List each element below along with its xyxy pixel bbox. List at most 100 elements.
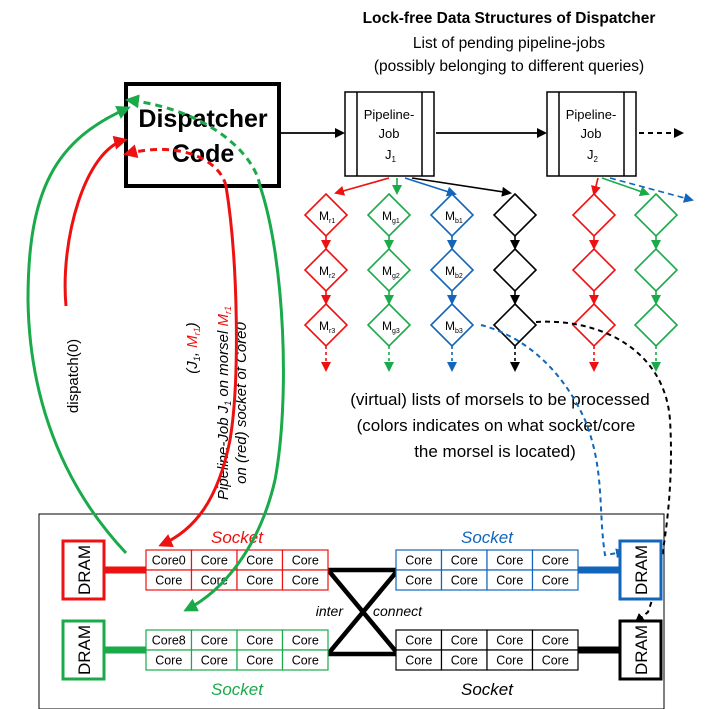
dispatcher-line2: Code	[172, 140, 235, 168]
fanout-black-1	[411, 177, 512, 197]
core-label: Core	[542, 554, 569, 568]
core-label: Core	[201, 634, 228, 648]
dram-blue: DRAM	[618, 539, 663, 601]
core-label: Core	[496, 554, 523, 568]
header-line2: (possibly belonging to different queries…	[374, 58, 644, 75]
assign-arrow-green-top	[125, 94, 262, 187]
morsel-diamond	[571, 247, 617, 293]
assign-arrow-red-top	[123, 144, 228, 187]
core-label: Core	[246, 634, 273, 648]
fanout-blue-1	[404, 177, 457, 197]
morsel-diamond	[571, 192, 617, 238]
morsel-label: Mb2	[445, 264, 463, 280]
core-label: Core	[292, 654, 319, 668]
core-label: Core0	[152, 554, 186, 568]
svg-text:Pipeline-: Pipeline-	[566, 107, 617, 122]
morsel-column-green2	[633, 192, 679, 372]
fanout-red-2	[591, 177, 601, 196]
morsel-diamond	[571, 302, 617, 348]
dram-label: DRAM	[75, 625, 94, 675]
morsel-label: Mb1	[445, 209, 463, 225]
core-label: Core	[201, 654, 228, 668]
core-label: Core	[451, 554, 478, 568]
morsel-note-line2: (colors indicates on what socket/core	[357, 416, 636, 435]
socket-label: Socket	[211, 680, 264, 699]
core-label: Core	[405, 554, 432, 568]
machine-frame	[38, 513, 665, 709]
interconnect-left-label: inter	[316, 603, 345, 619]
core-label: Core	[542, 574, 569, 588]
core-label: Core	[496, 634, 523, 648]
core-label: Core	[292, 634, 319, 648]
core-label: Core	[292, 554, 319, 568]
pipeline-job-2: Pipeline- Job J2	[546, 91, 637, 177]
dram-green: DRAM	[61, 619, 106, 681]
socket-label: Socket	[461, 528, 514, 547]
dispatcher-line1: Dispatcher	[138, 105, 267, 133]
morsel-diamond	[492, 192, 538, 238]
fanout-red-1	[334, 177, 390, 196]
dispatch-arrow-green	[26, 106, 131, 555]
socket-label: Socket	[461, 680, 514, 699]
morsel-note-line3: the morsel is located)	[414, 442, 576, 461]
morsel-diamond	[633, 302, 679, 348]
core-label: Core	[405, 634, 432, 648]
interconnect-right-label: connect	[373, 603, 423, 619]
pipeline-job-label-line1: Pipeline-Job J1 on morsel Mr1	[215, 306, 233, 500]
morsel-column-red2	[571, 192, 617, 372]
dispatcher-box	[124, 82, 281, 188]
morsel-diamond	[492, 247, 538, 293]
morsel-column-black	[492, 192, 538, 372]
morsel-label: Mr2	[319, 264, 335, 280]
morsel-label: Mb3	[445, 319, 463, 335]
core-label: Core	[155, 574, 182, 588]
core-label: Core	[496, 654, 523, 668]
assignment-tuple: (J1, Mr1)	[184, 322, 202, 373]
dram-black: DRAM	[618, 619, 663, 681]
dram-red: DRAM	[61, 539, 106, 601]
core-label: Core	[246, 574, 273, 588]
morsel-label: Mg3	[382, 319, 400, 335]
core-label: Core	[451, 574, 478, 588]
svg-text:J2: J2	[587, 147, 599, 164]
header-line1: List of pending pipeline-jobs	[413, 35, 605, 52]
core-cell	[531, 649, 579, 671]
core-label: Core	[451, 654, 478, 668]
core-label: Core	[496, 574, 523, 588]
fanout-blue-2	[609, 177, 694, 203]
dram-arrow-blue	[480, 324, 626, 559]
dispatch-arrow-red	[63, 135, 128, 307]
morsel-note-line1: (virtual) lists of morsels to be process…	[350, 390, 650, 409]
header-title: Lock-free Data Structures of Dispatcher	[363, 10, 656, 27]
morsel-label: Mr3	[319, 319, 335, 335]
core-cell	[281, 649, 329, 671]
core-label: Core	[405, 654, 432, 668]
svg-text:Job: Job	[581, 126, 602, 141]
core-cell	[531, 569, 579, 591]
core-label: Core	[451, 634, 478, 648]
morsel-diamond	[633, 192, 679, 238]
svg-text:Pipeline-: Pipeline-	[364, 107, 415, 122]
morsel-label: Mg2	[382, 264, 400, 280]
morsel-label: Mg1	[382, 209, 400, 225]
core-label: Core8	[152, 634, 186, 648]
core-label: Core	[542, 654, 569, 668]
morsel-label: Mr1	[319, 209, 335, 225]
morsel-diamond	[633, 247, 679, 293]
core-label: Core	[542, 634, 569, 648]
dram-label: DRAM	[632, 545, 651, 595]
core-cell	[281, 569, 329, 591]
core-label: Core	[246, 654, 273, 668]
fanout-green-2	[601, 177, 650, 197]
core-label: Core	[292, 574, 319, 588]
assign-arrow-green	[183, 185, 285, 612]
